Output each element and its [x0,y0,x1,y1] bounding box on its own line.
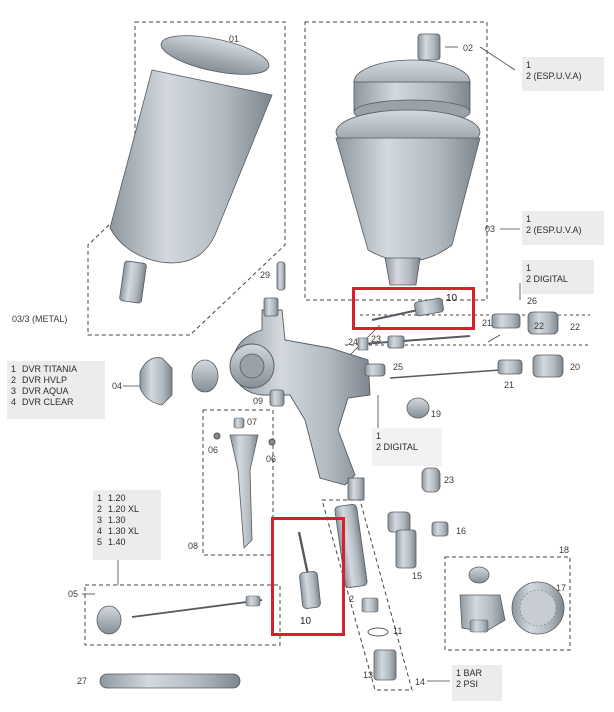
panel-26-row-1: 1 [526,263,532,273]
label-09: 09 [253,396,264,406]
label-10-top: 10 [446,293,458,304]
highlight-box-bottom [271,517,345,636]
panel-14-row-2: 2 PSI [456,679,479,689]
label-06a: 06 [208,445,219,455]
part-15-valve [387,511,417,569]
panel-02-row-2: 2 (ESP.U.V.A) [526,71,582,81]
panel-26-variants: 1 2 DIGITAL [522,260,594,294]
label-15: 15 [412,571,423,581]
label-01: 01 [229,34,240,44]
label-29: 29 [260,270,271,280]
part-04-air-cap [139,357,219,406]
label-25: 25 [393,362,404,372]
label-22-side: 22 [570,322,581,332]
panel-14-units: 1 BAR 2 PSI [452,665,502,701]
highlight-box-top [352,287,475,330]
part-27-rod [99,673,241,689]
label-14: 14 [415,677,426,687]
label-07: 07 [247,417,258,427]
label-16: 16 [456,526,467,536]
part-20-group [497,354,564,378]
label-23a: 23 [371,334,382,344]
label-2: 2 [349,594,355,604]
label-22: 22 [534,321,545,331]
label-26: 26 [527,296,538,306]
panel-02-row-1: 1 [526,60,532,70]
part-23-spring [421,467,441,493]
panel-19-row-1: 1 [376,431,382,441]
label-19: 19 [431,409,442,419]
part-29 [276,261,286,291]
part-10-needle-top [371,297,444,321]
label-13: 13 [363,670,374,680]
part-05-nozzle [96,595,263,635]
panel-02-variants: 1 2 (ESP.U.V.A) [522,57,604,91]
label-02: 02 [463,43,474,53]
label-20: 20 [570,362,581,372]
panel-19-variants: 1 2 DIGITAL [372,428,442,466]
part-03-cup [335,109,481,286]
label-23b: 23 [444,475,455,485]
part-08-trigger [213,417,276,549]
panel-03-variants: 1 2 (ESP.U.V.A) [522,211,604,245]
label-27: 27 [77,676,88,686]
part-24-25-needle-rod [361,335,501,379]
label-18: 18 [559,545,570,555]
label-17: 17 [556,583,567,593]
part-01-cup [109,35,273,304]
label-24: 24 [348,337,359,347]
label-11: 11 [393,626,403,636]
part-23-small [357,337,369,351]
panel-26-row-2: 2 DIGITAL [526,274,568,284]
part-19 [406,397,430,419]
label-10-bottom: 10 [300,616,312,627]
label-05: 05 [68,589,79,599]
label-08: 08 [188,541,199,551]
label-03: 03 [485,224,496,234]
part-22-group [491,311,559,335]
label-06b: 06 [266,454,277,464]
panel-14-row-1: 1 BAR [456,668,483,678]
panel-03-row-1: 1 [526,214,532,224]
label-21b: 21 [504,380,515,390]
part-09 [269,389,285,407]
part-17-18-regulator [459,566,565,635]
panel-19-row-2: 2 DIGITAL [376,442,418,452]
panel-03-row-2: 2 (ESP.U.V.A) [526,225,582,235]
part-10-needle-bottom [297,531,321,609]
gun-body [229,297,371,501]
part-16 [431,521,449,537]
label-21a: 21 [482,318,493,328]
label-03-3: 03/3 (METAL) [12,314,68,324]
label-04: 04 [112,381,123,391]
